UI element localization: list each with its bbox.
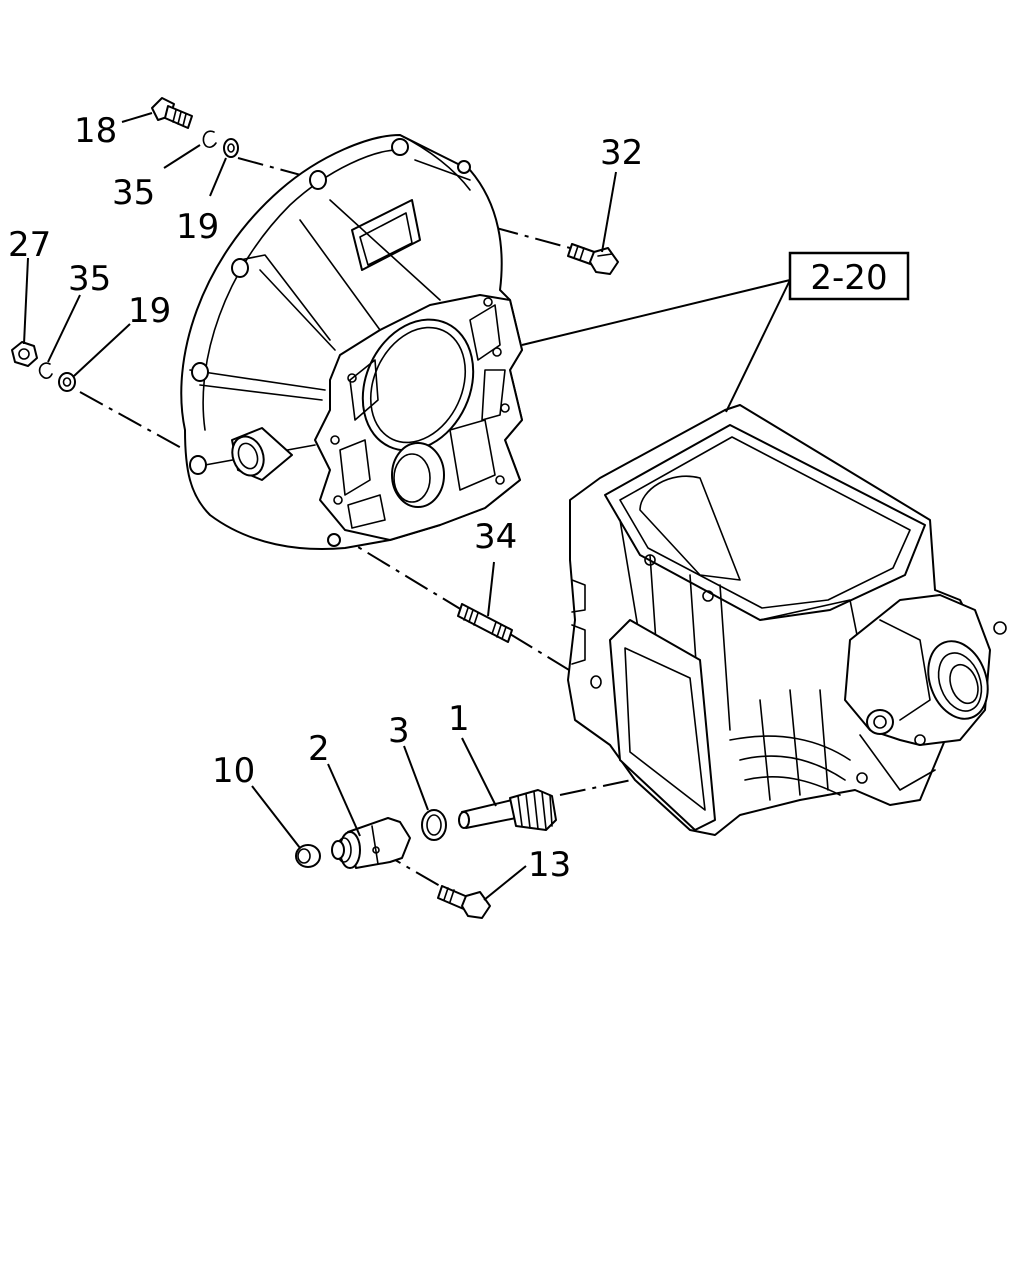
stud-34: [457, 603, 513, 643]
leader-lines: [23, 112, 791, 901]
bolt-32: [567, 243, 619, 275]
callout-1: 1: [448, 699, 470, 739]
washer-19b: [58, 372, 76, 392]
clutch-housing: [180, 134, 523, 551]
callout-35-lower: 35: [68, 259, 111, 299]
reference-label: 2-20: [810, 258, 887, 298]
callout-10: 10: [212, 751, 255, 791]
callout-35-upper: 35: [112, 173, 155, 213]
callout-13: 13: [528, 845, 571, 885]
sleeve-2: [331, 817, 411, 869]
callout-34: 34: [474, 517, 517, 557]
o-ring-3: [421, 809, 447, 841]
lock-washer-35a: [202, 130, 217, 149]
callout-19-lower: 19: [128, 291, 171, 331]
callout-2: 2: [308, 729, 330, 769]
seal-10: [295, 844, 321, 868]
callout-27: 27: [8, 225, 51, 265]
callout-18: 18: [74, 111, 117, 151]
washer-19a: [223, 138, 239, 158]
callout-3: 3: [388, 711, 410, 751]
callout-19-upper: 19: [176, 207, 219, 247]
bolt-13: [437, 885, 491, 919]
bolt-18: [151, 97, 193, 129]
transmission-case: [567, 404, 1007, 836]
callout-32: 32: [600, 133, 643, 173]
reference-box: [788, 251, 910, 301]
nut-27: [11, 341, 38, 367]
speedometer-driven-gear-1: [458, 789, 557, 831]
lock-washer-35b: [38, 362, 53, 379]
